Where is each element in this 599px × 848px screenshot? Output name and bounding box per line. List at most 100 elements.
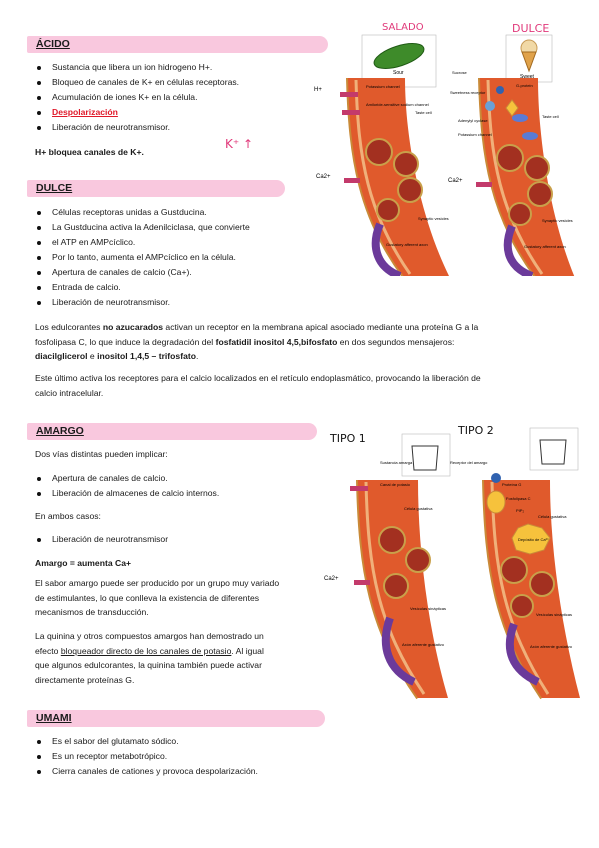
label-sweet: Sweet [520, 74, 535, 80]
adenylyl-cyclase-icon [485, 101, 495, 111]
label-sour: Sour [393, 70, 404, 76]
pka-icon [522, 132, 538, 140]
vesicle [383, 573, 409, 599]
amargo-bullet-list-2: Liberación de neurotransmisor [33, 532, 168, 547]
cell-membrane-t1-inner [364, 481, 426, 695]
list-item: Bloqueo de canales de K+ en células rece… [33, 75, 239, 90]
coffee-cup-icon-2 [539, 439, 567, 465]
vesicle [527, 181, 553, 207]
calcium-channel-t1 [354, 580, 370, 585]
pickle-icon [373, 43, 425, 69]
label-sucrose: Sucrose [452, 70, 467, 75]
potassium-channel-left [340, 92, 358, 97]
list-item: Liberación de neurotransmisor. [33, 295, 250, 310]
salty-sweet-transduction-figure: SALADO DULCE Sour Sweet H+ Potassium cha… [314, 22, 575, 276]
label-deposito: Depósito de Ca²⁺ [518, 537, 549, 542]
section-heading-amargo: AMARGO [27, 423, 317, 440]
camp-icon [512, 114, 528, 122]
afferent-axon-right [503, 224, 534, 276]
label-taste-cell: Taste cell [415, 110, 432, 115]
list-item: La Gustducina activa la Adenilciclasa, q… [33, 220, 250, 235]
label-synaptic-vesicles-2: Synaptic vesicles [542, 218, 573, 223]
vesicle [524, 155, 550, 181]
section-heading-umami: UMAMI [27, 710, 325, 727]
dulce-bullet-list: Células receptoras unidas a Gustducina. … [33, 205, 250, 310]
calcium-channel-right [476, 182, 492, 187]
list-item: Es un receptor metabotrópico. [33, 749, 258, 764]
label-celula-gustativa: Célula gustativa [404, 506, 433, 511]
figure-label-dulce: DULCE [512, 22, 549, 35]
coffee-cup-icon [411, 445, 439, 471]
figure-label-tipo-2: TIPO 2 [457, 424, 494, 437]
list-item: Liberación de neurotransmisor [33, 532, 168, 547]
g-protein-burst-icon [505, 99, 519, 117]
label-vesiculas: Vesículas sinápticas [410, 606, 446, 611]
list-item: Apertura de canales de calcio (Ca+). [33, 265, 250, 280]
list-item: Cierra canales de cationes y provoca des… [33, 764, 258, 779]
vesicle [397, 177, 423, 203]
list-item: Sustancia que libera un ion hidrogeno H+… [33, 60, 239, 75]
label-potassium-channel: Potassium channel [366, 84, 400, 89]
label-synaptic-vesicles: Synaptic vesicles [418, 216, 449, 221]
label-h-plus: H+ [314, 87, 322, 93]
label-sweetness-receptor: Sweetness receptor [450, 90, 486, 95]
list-item: Por lo tanto, aumenta el AMPcíclico en l… [33, 250, 250, 265]
label-vesiculas-2: Vesículas sinápticas [536, 612, 572, 617]
label-ca-plus-right: Ca2+ [448, 178, 463, 184]
label-celula-gustativa-2: Célula gustativa [538, 514, 567, 519]
potassium-channel-t1 [350, 486, 368, 491]
vesicle [376, 198, 400, 222]
label-proteina-g: Proteína G [502, 482, 521, 487]
taste-cell-right [480, 78, 575, 276]
amargo-ambos: En ambos casos: [35, 511, 101, 521]
list-item: Es el sabor del glutamato sódico. [33, 734, 258, 749]
label-ca-plus-t1: Ca2+ [324, 576, 339, 582]
section-heading-dulce: DULCE [27, 180, 285, 197]
afferent-axon-t2 [506, 622, 540, 686]
taste-cell-left [348, 78, 450, 276]
vesicle [365, 138, 393, 166]
label-adenylyl-cyclase: Adenylyl cyclase [458, 118, 488, 123]
label-gustatory-axon-2: Gustatory afferent axon [524, 244, 566, 249]
afferent-axon-left [371, 222, 402, 276]
handwritten-note: K⁺ ↑ [225, 137, 254, 151]
list-item: Acumulación de iones K+ en la célula. [33, 90, 239, 105]
amargo-bullet-list: Apertura de canales de calcio. Liberació… [33, 471, 219, 501]
amargo-paragraph-2: La quinina y otros compuestos amargos ha… [35, 631, 264, 685]
bitter-receptor [491, 473, 501, 483]
cone-icon [521, 51, 537, 73]
amargo-intro: Dos vías distintas pueden implicar: [35, 449, 168, 459]
label-axon: Axón aferente gustativo [402, 642, 445, 647]
calcium-channel-left [344, 178, 360, 183]
phospholipase-icon [486, 490, 506, 514]
section-heading-acido: ÁCIDO [27, 36, 328, 53]
label-g-protein: G-protein [516, 83, 533, 88]
figure-label-tipo-1: TIPO 1 [329, 432, 366, 445]
umami-bullet-list: Es el sabor del glutamato sódico. Es un … [33, 734, 258, 779]
vesicle [529, 571, 555, 597]
label-amiloride: Amiloride-sensitive sodium channel [366, 102, 429, 107]
amargo-paragraph-1: El sabor amargo puede ser producido por … [35, 578, 280, 617]
label-sustancia-amarga: Sustancia amarga [380, 460, 413, 465]
label-pip2: PIP₂ [516, 508, 524, 513]
list-item: Despolarización [33, 105, 239, 120]
label-axon-2: Axón aferente gustativo [530, 644, 573, 649]
calcium-store-icon [511, 523, 551, 555]
cell-membrane-left-inner [354, 79, 412, 275]
list-item: Liberación de neurotransmisor. [33, 120, 239, 135]
label-taste-cell-2: Taste cell [542, 114, 559, 119]
dulce-paragraph-2: Este último activa los receptores para e… [35, 373, 481, 398]
sweetness-receptor [496, 86, 504, 94]
sodium-channel-left [342, 110, 360, 115]
dulce-paragraph-1: Los edulcorantes no azucarados activan u… [35, 322, 479, 361]
amargo-summary: Amargo = aumenta Ca+ [35, 558, 131, 568]
label-ca-plus-left: Ca2+ [316, 174, 331, 180]
list-item: el ATP en AMPcíclico. [33, 235, 250, 250]
list-item: Entrada de calcio. [33, 280, 250, 295]
list-item: Apertura de canales de calcio. [33, 471, 219, 486]
figure-label-salado: SALADO [382, 22, 424, 33]
label-receptor-amargo: Receptor del amargo [450, 460, 488, 465]
cell-membrane-t2-inner [490, 481, 550, 695]
list-item: Liberación de almacenes de calcio intern… [33, 486, 219, 501]
